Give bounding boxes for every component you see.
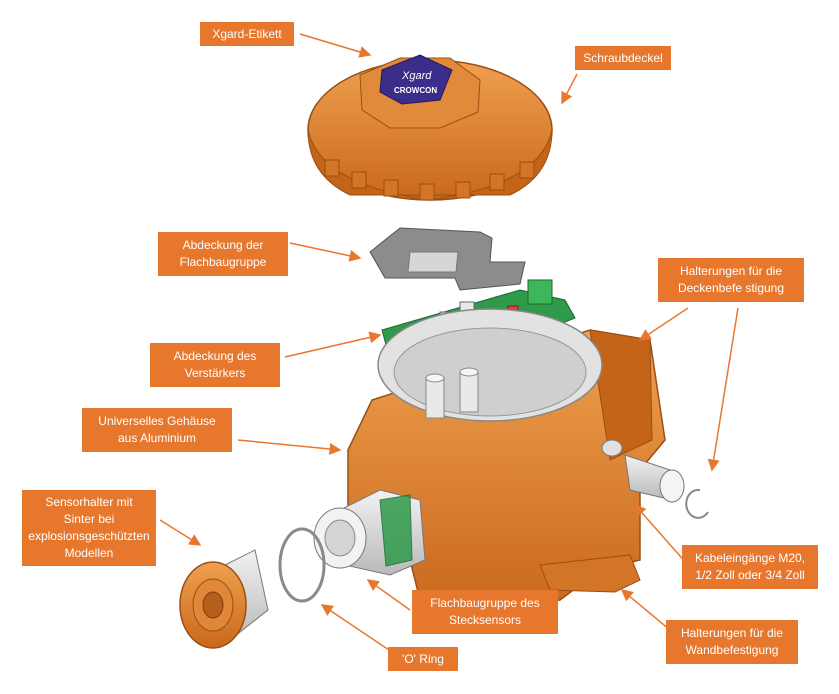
arrow-halterungen-decke-2 bbox=[707, 307, 739, 472]
sensor-holder bbox=[179, 549, 269, 649]
label-stecksensor: Flachbaugruppe des Stecksensors bbox=[412, 590, 558, 634]
arrow-abdeckung-flach bbox=[289, 242, 362, 262]
xgard-label-logo: Xgard CROWCON bbox=[379, 54, 453, 105]
logo-line2: CROWCON bbox=[394, 86, 437, 95]
label-kabeleingaenge: Kabeleingänge M20, 1/2 Zoll oder 3/4 Zol… bbox=[682, 545, 818, 589]
o-ring bbox=[278, 527, 326, 603]
arrow-halterungen-decke bbox=[638, 307, 689, 341]
arrow-sensorhalter bbox=[159, 519, 202, 546]
plug-in-sensor-pcb bbox=[313, 489, 426, 576]
callout-arrows bbox=[159, 33, 739, 653]
arrow-halterungen-wand bbox=[620, 589, 671, 631]
label-schraubdeckel: Schraubdeckel bbox=[575, 46, 671, 70]
label-o-ring: 'O' Ring bbox=[388, 647, 458, 671]
arrow-stecksensor bbox=[366, 579, 411, 611]
cable-entry-plug bbox=[601, 439, 709, 519]
aluminium-housing bbox=[347, 308, 666, 611]
label-halterungen-wand: Halterungen für die Wandbefestigung bbox=[666, 620, 798, 664]
arrow-abdeckung-verstaerker bbox=[284, 331, 382, 358]
logo-line1: Xgard bbox=[401, 70, 432, 82]
pcb-cover bbox=[369, 227, 526, 291]
label-xgard-etikett: Xgard-Etikett bbox=[200, 22, 294, 46]
label-gehaeuse: Universelles Gehäuse aus Aluminium bbox=[82, 408, 232, 452]
arrow-xgard-etikett bbox=[299, 33, 372, 58]
arrow-kabeleingaenge bbox=[634, 503, 689, 566]
arrow-o-ring bbox=[320, 604, 393, 653]
arrow-schraubdeckel bbox=[561, 73, 578, 105]
arrow-gehaeuse bbox=[237, 439, 342, 455]
label-sensorhalter: Sensorhalter mit Sinter bei explosionsge… bbox=[22, 490, 156, 566]
label-abdeckung-flachbaugruppe: Abdeckung der Flachbaugruppe bbox=[158, 232, 288, 276]
label-halterungen-decke: Halterungen für die Deckenbefe stigung bbox=[658, 258, 804, 302]
label-abdeckung-verstaerker: Abdeckung des Verstärkers bbox=[150, 343, 280, 387]
